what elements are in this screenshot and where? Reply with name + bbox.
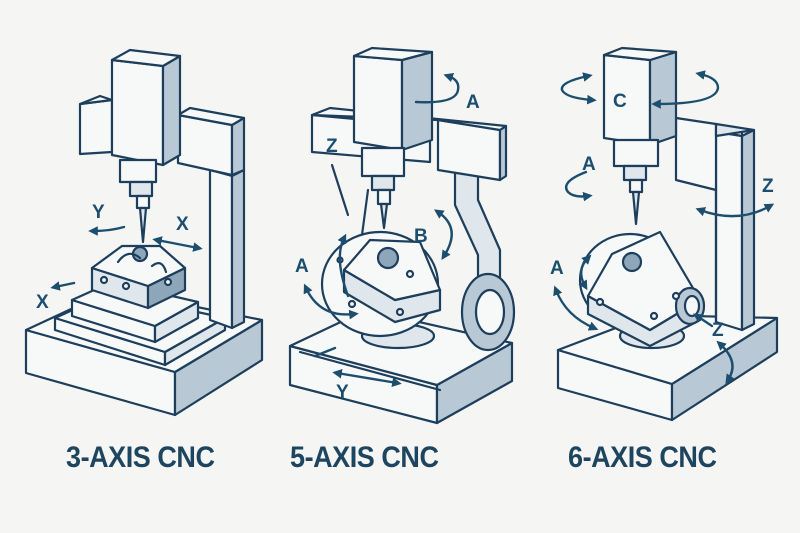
axis-label-z: Z [326, 136, 338, 157]
axis-label-x-left: X [36, 292, 49, 313]
axis-label-c: C [613, 91, 627, 112]
five-axis-machine [288, 46, 516, 425]
axis-label-z-right: Z [762, 176, 774, 197]
caption-5-axis: 5-AXIS CNC [290, 441, 439, 474]
axis-label-y: Y [92, 202, 105, 223]
five-axis-arrows: A Z B A Y [295, 72, 480, 403]
six-axis-arrows: C A Z A Z [550, 70, 775, 384]
three-axis-arrows: Y X X [36, 202, 203, 313]
caption-3-axis: 3-AXIS CNC [66, 441, 215, 474]
three-axis-machine [24, 48, 264, 417]
axis-label-a-top: A [582, 154, 596, 175]
axis-label-a-left: A [295, 256, 309, 277]
axis-label-y: Y [336, 382, 349, 403]
axis-label-x-top: X [176, 214, 189, 235]
axis-label-a-top: A [466, 92, 480, 113]
caption-6-axis: 6-AXIS CNC [568, 441, 717, 474]
axis-label-a-left: A [550, 258, 564, 279]
axis-label-b: B [414, 226, 428, 247]
axis-label-z-bottom: Z [712, 320, 724, 341]
